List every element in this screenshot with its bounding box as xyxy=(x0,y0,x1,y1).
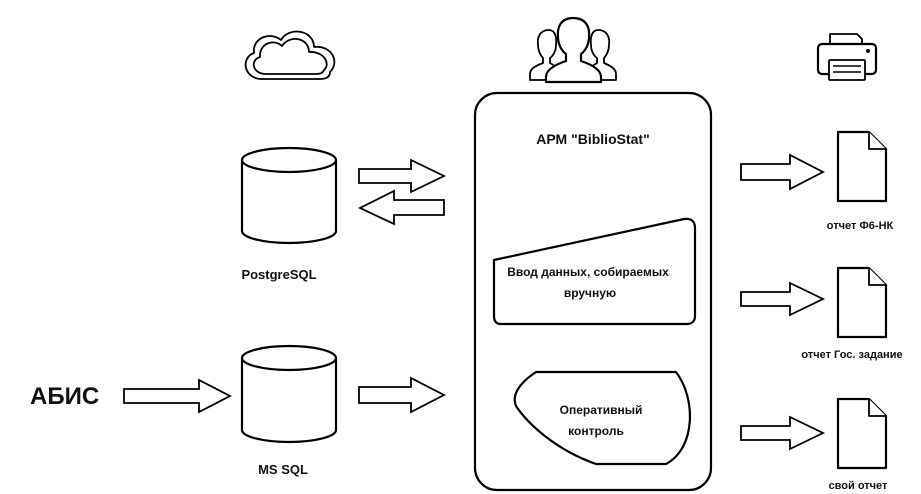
printer-icon xyxy=(816,33,878,81)
control-line-1: Оперативный xyxy=(560,403,643,417)
postgresql-database: PostgreSQL xyxy=(240,146,338,282)
postgresql-label: PostgreSQL xyxy=(241,267,316,282)
arrow-app-to-report-2 xyxy=(740,281,826,317)
arrow-app-to-report-1 xyxy=(740,153,825,191)
users-icon xyxy=(529,16,617,84)
report-3: свой отчет xyxy=(829,397,888,492)
app-block: АРМ "BiblioStat" Ввод данных, собираемых… xyxy=(473,91,713,492)
arrow-mssql-to-app xyxy=(358,376,446,414)
database-icon xyxy=(240,344,338,444)
cloud-icon xyxy=(244,30,336,80)
manual-input-line-1: Ввод данных, собираемых xyxy=(507,265,669,279)
report-1-label: отчет Ф6-НК xyxy=(827,220,894,232)
report-3-label: свой отчет xyxy=(829,480,888,492)
document-icon xyxy=(836,266,888,339)
database-icon xyxy=(240,146,338,245)
manual-input-line-2: вручную xyxy=(564,286,616,300)
arrow-abis-to-mssql xyxy=(123,378,232,414)
arrow-app-to-postgres xyxy=(357,189,445,226)
report-2-label: отчет Гос. задание xyxy=(801,349,902,361)
arrow-postgres-to-app xyxy=(358,158,447,194)
report-1: отчет Ф6-НК xyxy=(827,130,894,232)
control-line-2: контроль xyxy=(568,424,624,438)
abis-label: АБИС xyxy=(30,383,99,410)
mssql-label: MS SQL xyxy=(258,462,308,477)
arrow-app-to-report-3 xyxy=(740,415,826,451)
document-icon xyxy=(836,397,888,470)
app-title: АРМ "BiblioStat" xyxy=(536,131,649,147)
report-2: отчет Гос. задание xyxy=(801,266,903,361)
control-block: Оперативный контроль xyxy=(513,370,692,466)
manual-input-block: Ввод данных, собираемых вручную xyxy=(492,217,697,326)
document-icon xyxy=(836,130,888,203)
mssql-database: MS SQL xyxy=(240,344,338,477)
